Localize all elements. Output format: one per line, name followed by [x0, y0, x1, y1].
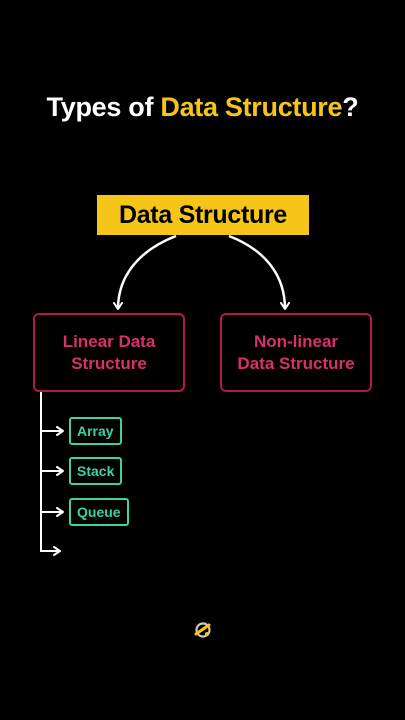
category-linear: Linear Data Structure — [33, 313, 185, 392]
category-linear-line1: Linear Data — [62, 331, 156, 351]
arrow-to-nonlinear — [228, 234, 290, 310]
category-linear-line2: Structure — [71, 353, 147, 373]
root-node: Data Structure — [97, 195, 309, 235]
title-prefix: Types of — [46, 92, 161, 122]
title-highlight: Data Structure — [160, 92, 343, 122]
arrow-to-linear — [113, 234, 177, 310]
title-suffix: ? — [342, 92, 359, 122]
category-nonlinear: Non-linear Data Structure — [220, 313, 372, 392]
category-nonlinear-line2: Data Structure — [237, 353, 355, 373]
brand-logo-icon — [193, 620, 213, 645]
leaf-stack: Stack — [69, 457, 123, 485]
root-node-label: Data Structure — [118, 200, 288, 229]
category-nonlinear-line1: Non-linear — [253, 331, 339, 351]
leaf-array: Array — [69, 417, 122, 445]
leaf-queue: Queue — [69, 498, 129, 526]
page-title: Types of Data Structure? — [0, 92, 405, 123]
